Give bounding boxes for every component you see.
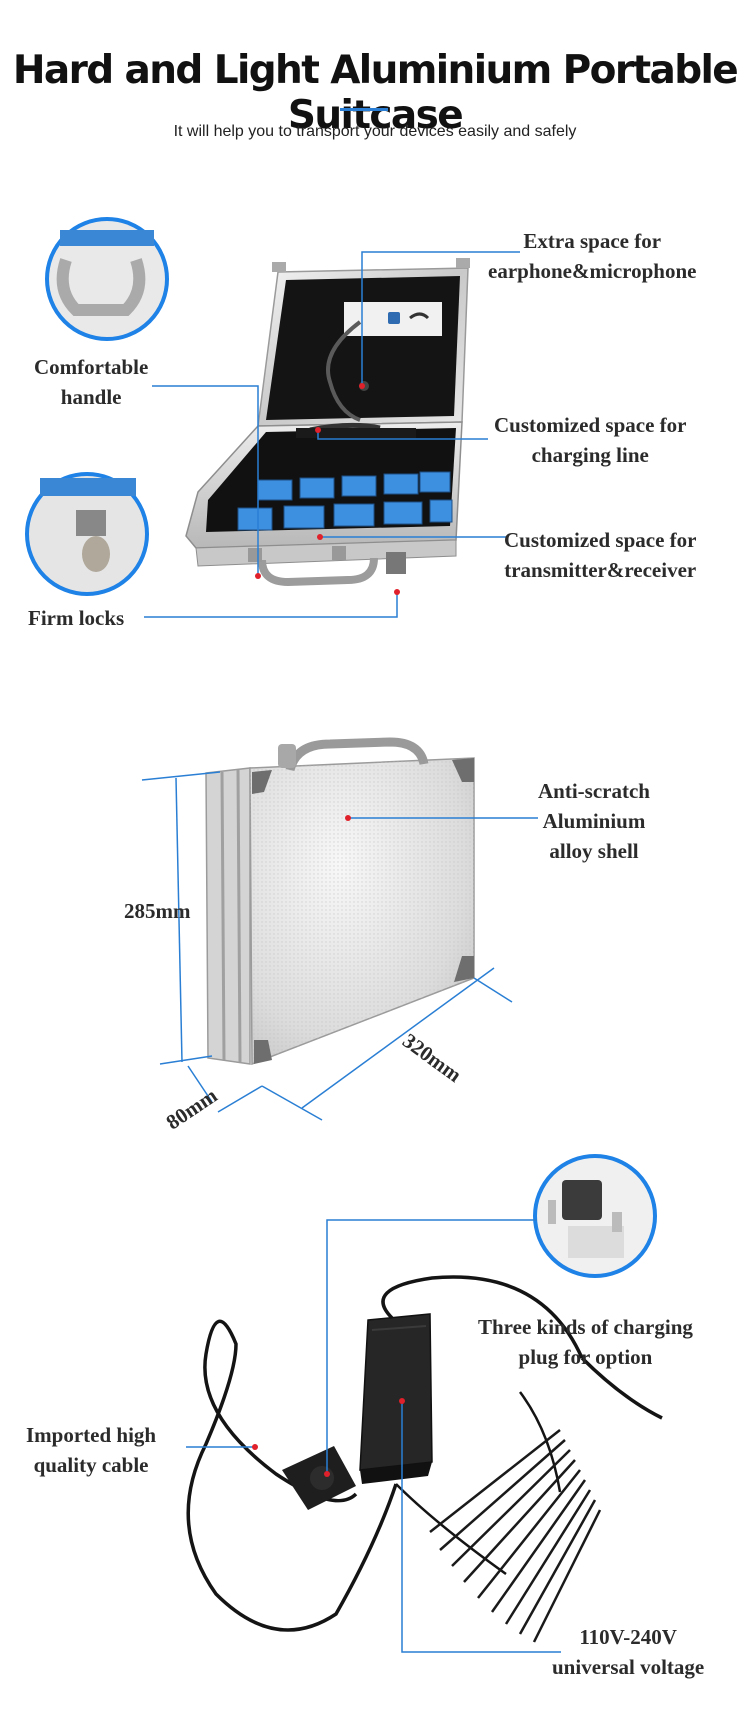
- shell-marker-dot: [345, 815, 351, 821]
- charging-plug-label: Three kinds of charging plug for option: [478, 1315, 693, 1369]
- handle-label: Comfortable handle: [34, 355, 149, 409]
- cable-label: Imported high quality cable: [26, 1423, 157, 1477]
- page-subtitle: It will help you to transport your devic…: [173, 123, 577, 140]
- callout-lines-section3: [186, 1219, 561, 1653]
- charging-line-label: Customized space for charging line: [494, 413, 687, 467]
- height-dimension-label: 285mm: [124, 899, 191, 923]
- handle-detail-circle: [45, 217, 169, 341]
- dc-connector-tips: [429, 1429, 602, 1643]
- device-slots: [237, 471, 453, 531]
- page-title: Hard and Light Aluminium Portable Suitca…: [12, 48, 739, 138]
- locks-detail-circle: [25, 472, 149, 596]
- dimension-lines: [141, 771, 538, 1121]
- voltage-label: 110V-240V universal voltage: [552, 1625, 705, 1679]
- transmitter-receiver-label: Customized space for transmitter&receive…: [504, 528, 697, 582]
- extra-space-label: Extra space for earphone&microphone: [488, 229, 697, 283]
- callout-dots-section3: [252, 1398, 405, 1477]
- closed-case: [205, 737, 475, 1066]
- firm-locks-label: Firm locks: [28, 606, 125, 630]
- power-adapter: [359, 1313, 433, 1484]
- case-lid: [257, 258, 470, 427]
- shell-label: Anti-scratch Aluminium alloy shell: [538, 779, 650, 863]
- callout-dots-section1: [255, 383, 400, 595]
- title-underline: [340, 108, 388, 111]
- plug-detail-circle: [533, 1154, 657, 1278]
